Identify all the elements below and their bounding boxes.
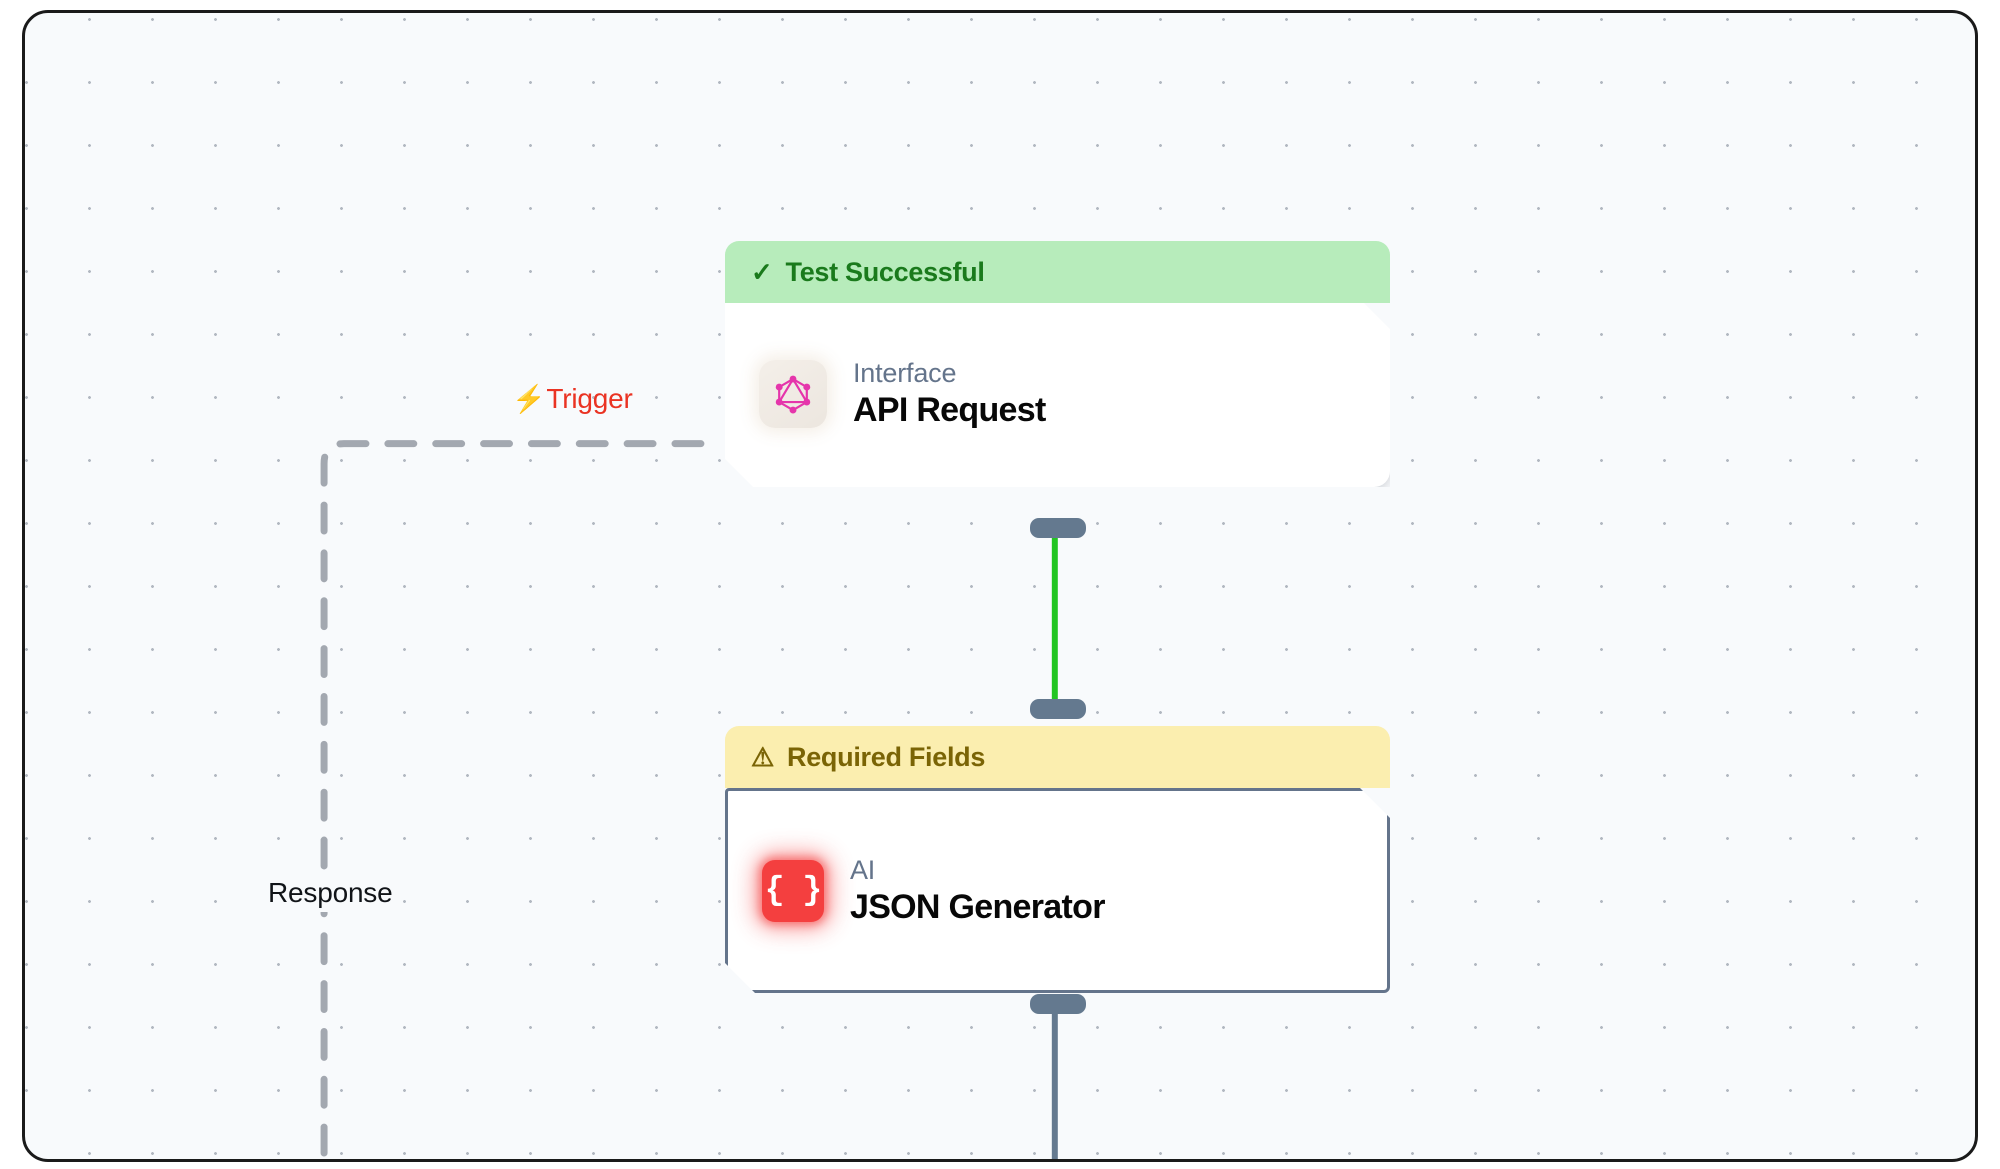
node-json-generator[interactable]: ⚠ Required Fields { } AI JSON Generator xyxy=(725,726,1390,993)
response-edge-label: Response xyxy=(259,874,402,912)
node-status-banner-label: Test Successful xyxy=(785,256,985,287)
node-body-json-generator[interactable]: { } AI JSON Generator xyxy=(725,788,1390,993)
graphql-icon-glyph xyxy=(770,371,816,417)
node-title-label: API Request xyxy=(853,391,1046,429)
trigger-edge-label-text: Trigger xyxy=(546,383,633,414)
node-title-label: JSON Generator xyxy=(850,887,1105,926)
json-braces-icon: { } xyxy=(762,860,824,922)
node-status-banner-success: ✓ Test Successful xyxy=(725,241,1390,303)
node-body-api-request[interactable]: Interface API Request xyxy=(725,301,1390,487)
node-category-label: AI xyxy=(850,854,876,885)
check-icon: ✓ xyxy=(751,257,773,287)
node-status-banner-label: Required Fields xyxy=(787,741,986,772)
port-json-generator-output[interactable] xyxy=(1030,994,1086,1014)
port-json-generator-input[interactable] xyxy=(1030,699,1086,719)
node-text-api-request: Interface API Request xyxy=(853,358,1046,430)
json-braces-icon-glyph: { } xyxy=(764,872,822,909)
node-category-label: Interface xyxy=(853,358,957,388)
node-status-banner-warning: ⚠ Required Fields xyxy=(725,726,1390,788)
node-api-request[interactable]: ✓ Test Successful xyxy=(725,241,1390,487)
warning-triangle-icon: ⚠ xyxy=(751,742,775,772)
graphql-icon xyxy=(759,360,827,428)
trigger-edge-label: ⚡ Trigger xyxy=(512,383,633,415)
workflow-canvas[interactable]: ⚡ Trigger Response ✓ Test Successful xyxy=(22,10,1978,1162)
edges-layer xyxy=(320,440,1058,1159)
lightning-bolt-icon: ⚡ xyxy=(512,383,546,414)
trigger-response-path xyxy=(320,440,705,1159)
node-text-json-generator: AI JSON Generator xyxy=(850,855,1105,927)
port-api-request-output[interactable] xyxy=(1030,518,1086,538)
